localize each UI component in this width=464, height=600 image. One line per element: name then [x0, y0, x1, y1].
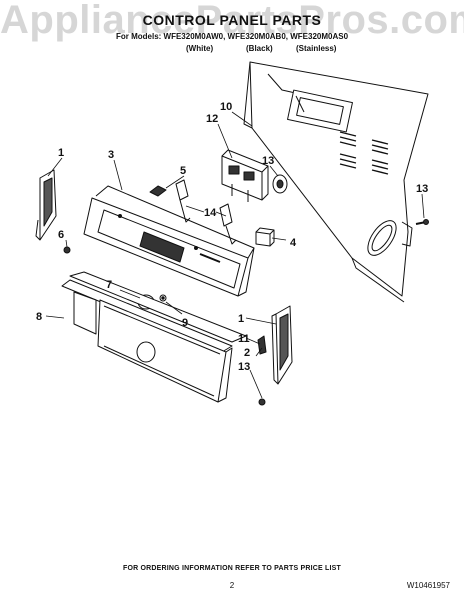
callout-13-lower: 13	[238, 361, 250, 373]
callout-13-right: 13	[416, 183, 428, 195]
callout-9: 9	[182, 317, 188, 329]
connector-block	[255, 227, 275, 247]
callout-4: 4	[290, 237, 297, 249]
callout-2: 2	[244, 347, 250, 359]
variant-white: (White)	[186, 44, 214, 53]
variant-black: (Black)	[246, 44, 273, 53]
callout-13-upper: 13	[262, 155, 274, 167]
page-number: 2	[229, 581, 235, 590]
console	[83, 185, 255, 297]
callout-1-right: 1	[238, 313, 244, 325]
screw-6	[63, 246, 71, 254]
screws-right	[257, 219, 429, 406]
end-cap-right	[271, 305, 293, 385]
ordering-note: FOR ORDERING INFORMATION REFER TO PARTS …	[122, 565, 342, 572]
end-cap-left	[35, 169, 57, 241]
callout-labels: 1 3 5 10 12 13 14 6 4 7 9 8 1 11 2 13 13	[36, 101, 428, 373]
callout-5: 5	[180, 165, 186, 177]
callout-3: 3	[108, 149, 114, 161]
leader-lines	[45, 111, 425, 399]
clip	[159, 294, 167, 302]
grommet	[272, 174, 288, 194]
document-number: W10461957	[406, 581, 450, 590]
model-list: For Models: WFE320M0AW0, WFE320M0AB0, WF…	[115, 32, 349, 41]
page-title: CONTROL PANEL PARTS	[142, 12, 322, 28]
rear-panel	[243, 61, 429, 303]
callout-8: 8	[36, 311, 42, 323]
callout-12: 12	[206, 113, 218, 125]
callout-6: 6	[58, 229, 64, 241]
callout-11: 11	[238, 333, 250, 345]
callout-7: 7	[106, 279, 112, 291]
variant-stainless: (Stainless)	[296, 44, 337, 53]
manifold-panel	[61, 271, 247, 403]
callout-10: 10	[220, 101, 232, 113]
switches	[149, 179, 237, 245]
control-board	[221, 149, 269, 202]
watermark: AppliancePartsPros.com	[0, 0, 464, 42]
callout-1-left: 1	[58, 147, 64, 159]
callout-14: 14	[204, 207, 217, 219]
